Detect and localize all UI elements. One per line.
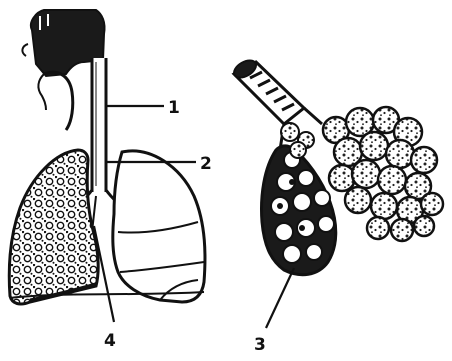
alveoli-figure	[231, 57, 443, 275]
label-1: 1	[168, 98, 180, 118]
label-4: 4	[104, 331, 116, 351]
callout-line-3	[266, 268, 294, 328]
callout-3: 3	[254, 268, 294, 355]
label-2: 2	[200, 154, 212, 174]
alveolar-cluster	[323, 107, 443, 241]
callout-1: 1	[106, 98, 180, 118]
alveolar-sac-section	[262, 146, 336, 275]
trachea	[92, 58, 106, 192]
lung-right	[113, 151, 205, 302]
lung-left	[9, 150, 98, 304]
respiratory-system-figure	[9, 10, 205, 304]
label-3: 3	[254, 335, 266, 355]
